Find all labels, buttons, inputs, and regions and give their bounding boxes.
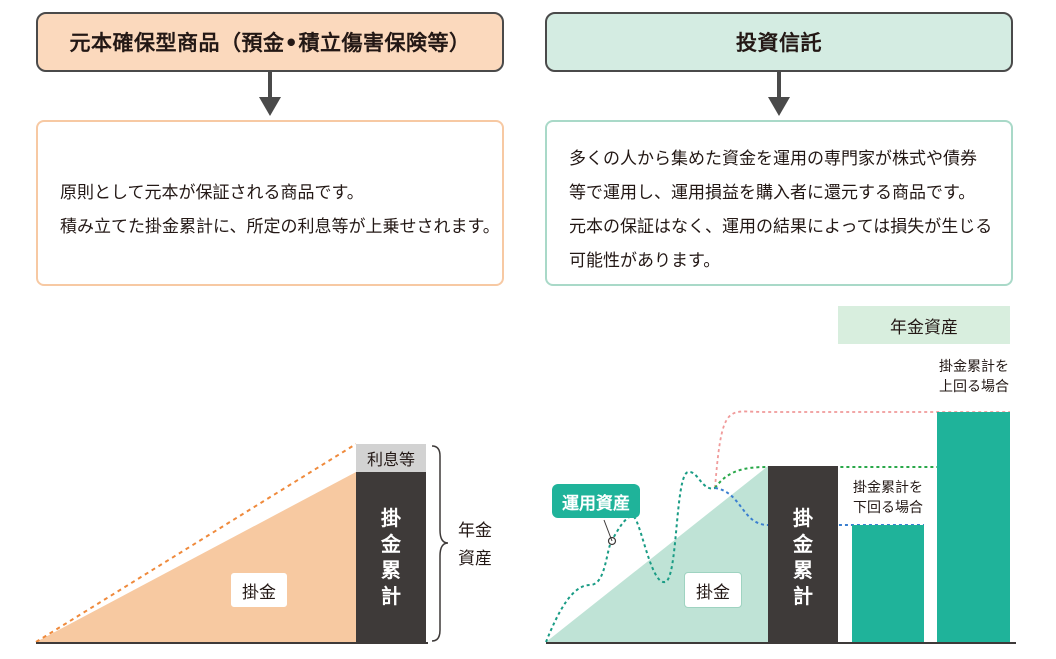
investment-trust-header: 投資信託	[545, 12, 1013, 72]
right-above-bar	[937, 412, 1010, 642]
principal-guaranteed-description: 原則として元本が保証される商品です。 積み立てた掛金累計に、所定の利息等が上乗せ…	[36, 120, 504, 286]
description-line: 多くの人から集めた資金を運用の専門家が株式や債券	[569, 149, 977, 169]
right-cumulative-bar	[768, 466, 838, 642]
left-growth-dashed-line	[35, 443, 357, 643]
right-middle-scenario-line	[714, 466, 1010, 489]
right-above-label: 掛金累計を 上回る場合	[939, 359, 1009, 395]
left-interest-block	[356, 444, 426, 472]
description-line: 元本の保証はなく、運用の結果によっては損失が生じる	[569, 217, 993, 237]
left-interest-label: 利息等	[366, 450, 415, 469]
left-cumulative-label: 掛 金 累 計	[381, 506, 401, 608]
right-below-bar	[852, 525, 924, 642]
investment-trust-title: 投資信託	[736, 31, 822, 55]
description-line: 可能性があります。	[569, 251, 721, 271]
right-below-label: 掛金累計を 下回る場合	[853, 480, 923, 516]
investment-trust-description: 多くの人から集めた資金を運用の専門家が株式や債券 等で運用し、運用損益を購入者に…	[545, 120, 1013, 286]
right-contribution-label: 掛金	[684, 572, 742, 608]
left-cumulative-bar	[356, 472, 426, 642]
down-arrow-icon	[768, 72, 790, 116]
description-line: 等で運用し、運用損益を購入者に還元する商品です。	[569, 183, 976, 203]
right-cumulative-label: 掛 金 累 計	[793, 506, 813, 608]
left-pension-brace	[431, 445, 449, 642]
right-managed-assets-label: 運用資産	[552, 484, 640, 518]
principal-guaranteed-header: 元本確保型商品（預金•積立傷害保険等）	[36, 12, 504, 72]
left-contribution-area	[36, 472, 356, 642]
right-lower-scenario-line	[714, 487, 924, 526]
description-line: 積み立てた掛金累計に、所定の利息等が上乗せされます。	[60, 217, 500, 237]
down-arrow-icon	[259, 72, 281, 116]
right-managed-assets-line	[545, 470, 716, 643]
description-line: 原則として元本が保証される商品です。	[60, 183, 364, 203]
left-pension-assets-label: 年金 資産	[458, 521, 492, 569]
left-contribution-label: 掛金	[230, 572, 288, 608]
principal-guaranteed-title: 元本確保型商品（預金•積立傷害保険等）	[69, 31, 471, 55]
right-pension-assets-header: 年金資産	[838, 306, 1010, 344]
